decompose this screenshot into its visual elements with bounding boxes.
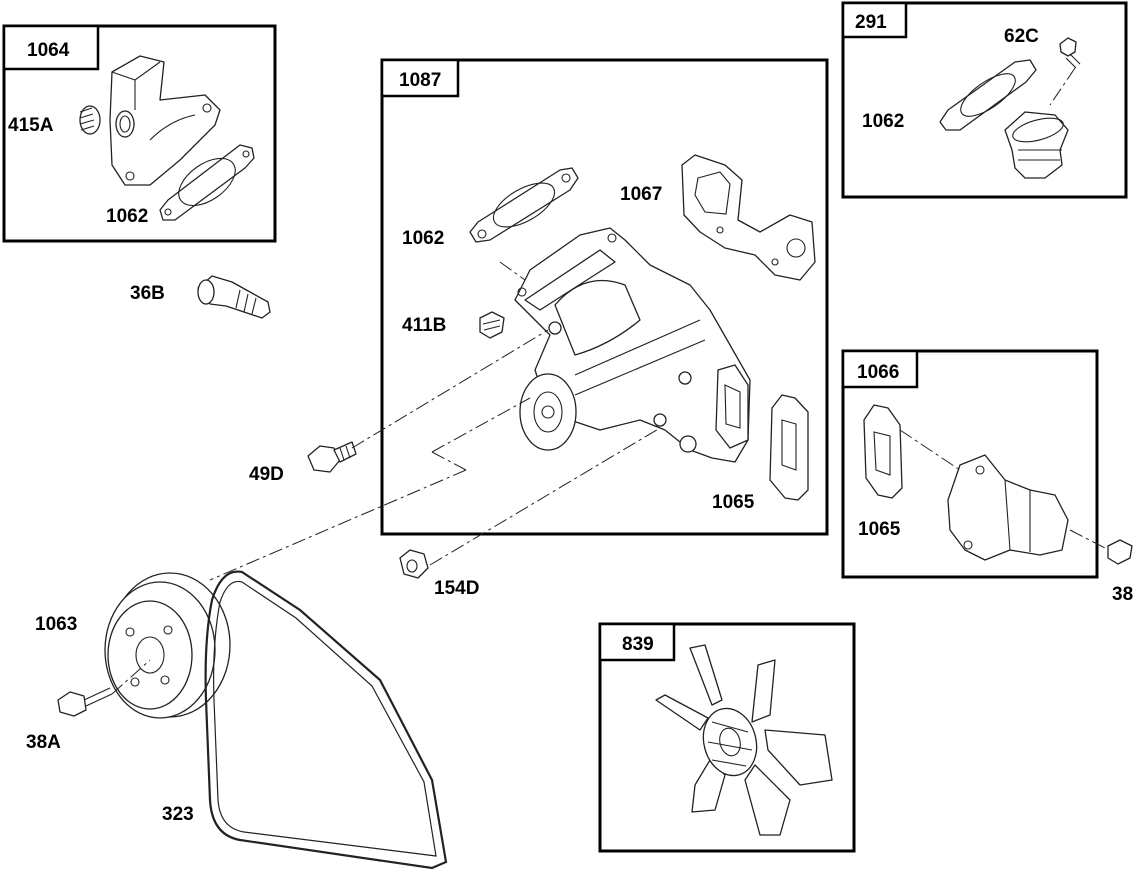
bolt-38A-icon — [57, 687, 113, 717]
sender-36B-icon — [197, 275, 271, 319]
label-62C: 62C — [1004, 26, 1039, 47]
pulley-1063-icon — [104, 572, 231, 719]
nut-154D-icon — [399, 549, 429, 579]
gasket-1062-thermostat-icon — [939, 59, 1037, 131]
box-1064-tag — [2, 24, 100, 71]
outlet-elbow-icon — [947, 454, 1069, 561]
label-36B: 36B — [130, 283, 165, 304]
gasket-1065-icon — [863, 404, 903, 499]
label-415A: 415A — [8, 115, 54, 136]
box-1087-frame — [380, 58, 829, 536]
label-49D: 49D — [249, 464, 284, 485]
label-1065-a: 1065 — [712, 492, 755, 513]
bolt-49D-icon — [307, 441, 357, 473]
box-839-title: 839 — [622, 634, 654, 655]
box-1087-title: 1087 — [399, 70, 441, 91]
plug-415A-icon — [79, 105, 101, 135]
bolt-38-icon — [1107, 539, 1133, 565]
group-291: 291 62C 1062 — [841, 1, 1128, 199]
box-291-tag — [841, 1, 908, 39]
box-839-tag — [598, 622, 676, 662]
belt-323-icon — [204, 570, 448, 870]
group-1066: 1066 1065 — [841, 349, 1106, 579]
box-1066-frame — [841, 349, 1099, 579]
gasket-1065-pump-icon — [769, 394, 809, 501]
box-839-frame — [598, 622, 856, 853]
box-1066-tag — [841, 349, 919, 389]
label-1062-c: 1062 — [862, 111, 904, 132]
thermostat-icon — [1004, 111, 1069, 179]
screw-62C-icon — [1059, 37, 1081, 69]
label-38: 38 — [1112, 584, 1133, 605]
box-1066-title: 1066 — [857, 362, 899, 383]
label-1063: 1063 — [35, 614, 77, 635]
group-1087: 1087 — [380, 58, 829, 536]
gasket-1062-pump-icon — [469, 167, 579, 243]
box-1064-title: 1064 — [27, 40, 70, 61]
label-411B: 411B — [402, 315, 446, 336]
box-291-title: 291 — [855, 12, 887, 33]
fan-839-icon — [655, 644, 833, 836]
label-323: 323 — [162, 804, 194, 825]
label-1067: 1067 — [620, 184, 662, 205]
label-1065-b: 1065 — [858, 519, 901, 540]
box-291-frame — [841, 1, 1128, 199]
label-1062-a: 1062 — [106, 206, 148, 227]
label-38A: 38A — [26, 732, 61, 753]
label-154D: 154D — [434, 578, 479, 599]
gasket-1067-icon — [681, 154, 816, 281]
thermostat-housing-icon — [109, 55, 221, 186]
water-pump-icon — [514, 227, 751, 463]
box-1064-frame — [2, 24, 277, 243]
assembly-lines — [111, 329, 661, 695]
box-1087-tag — [380, 58, 460, 98]
group-839: 839 — [598, 622, 856, 853]
plug-411B-icon — [479, 311, 505, 339]
group-1064: 1064 415A 1062 — [2, 24, 277, 243]
label-1062-b: 1062 — [402, 228, 444, 249]
gasket-1062-icon — [159, 144, 255, 221]
